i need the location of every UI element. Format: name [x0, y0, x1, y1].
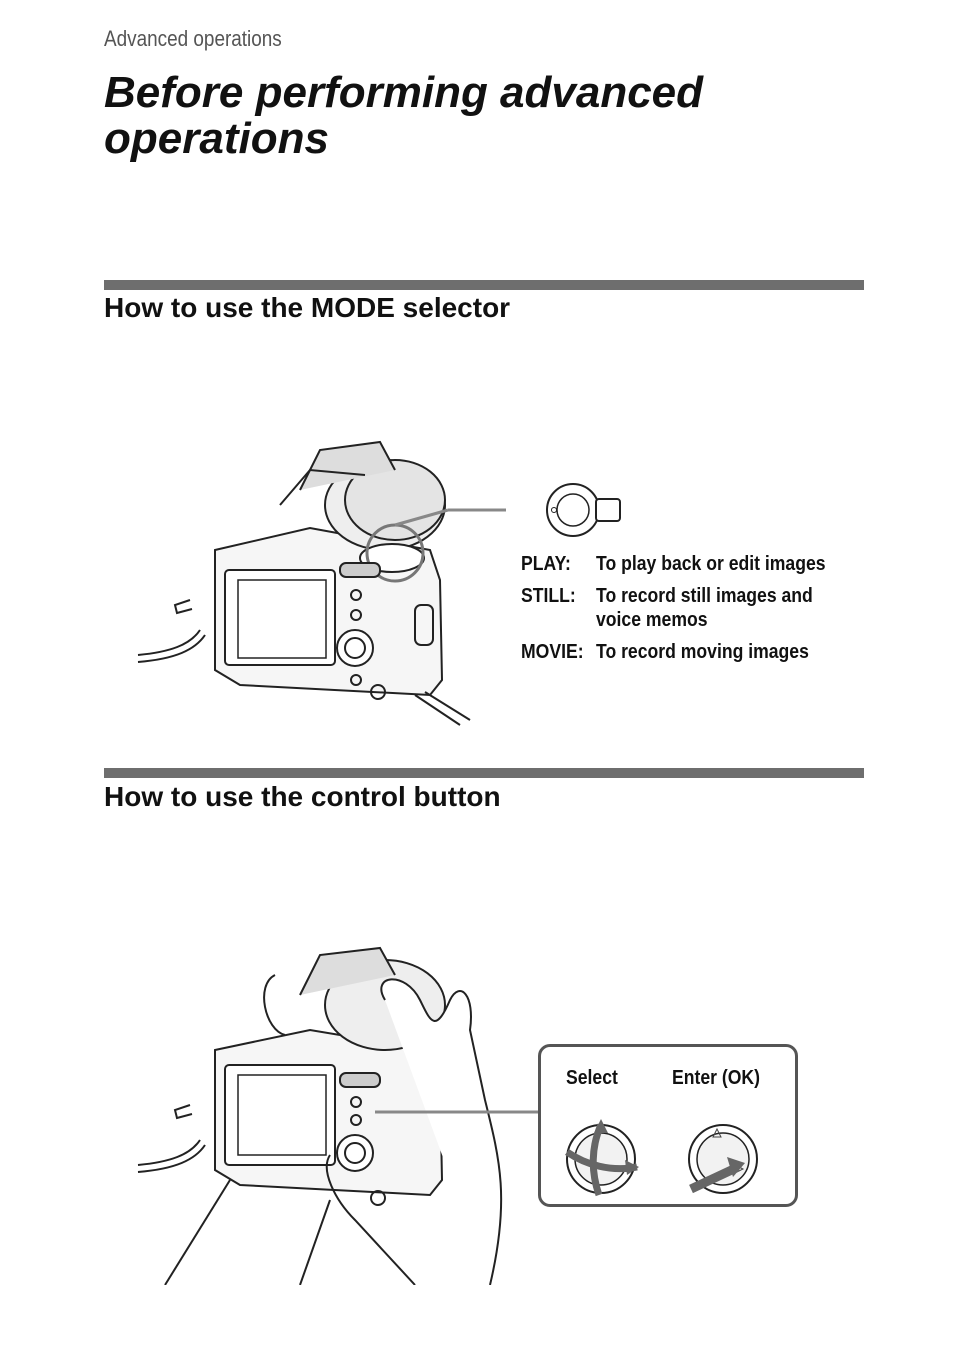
- section-rule: [104, 768, 864, 778]
- mode-key: MOVIE:: [521, 641, 584, 663]
- select-label: Select: [566, 1067, 618, 1089]
- mode-desc: To record still images and voice memos: [596, 585, 813, 631]
- section-label: Advanced operations: [104, 26, 282, 51]
- control-button-callout: Select Enter (OK): [538, 1044, 798, 1207]
- mode-key: STILL:: [521, 585, 576, 607]
- mode-item-movie: MOVIE: To record moving images: [521, 640, 861, 664]
- mode-item-play: PLAY: To play back or edit images: [521, 552, 861, 576]
- mode-list: PLAY: To play back or edit images STILL:…: [521, 552, 861, 672]
- mode-dial-icon: [546, 483, 621, 537]
- mode-key: PLAY:: [521, 553, 571, 575]
- page-title: Before performing advanced operations: [104, 68, 704, 163]
- mode-desc: To play back or edit images: [596, 553, 826, 575]
- mode-desc: To record moving images: [596, 641, 809, 663]
- control-button-heading: How to use the control button: [104, 781, 501, 812]
- camera-hands-illustration: [137, 946, 540, 1285]
- section-rule: [104, 280, 864, 290]
- enter-control-icon: [688, 1124, 758, 1194]
- select-control-icon: [565, 1119, 639, 1197]
- mode-selector-heading: How to use the MODE selector: [104, 292, 511, 323]
- mode-item-still: STILL: To record still images and voice …: [521, 584, 861, 632]
- camera-mode-illustration: [137, 440, 506, 726]
- enter-label: Enter (OK): [672, 1067, 760, 1089]
